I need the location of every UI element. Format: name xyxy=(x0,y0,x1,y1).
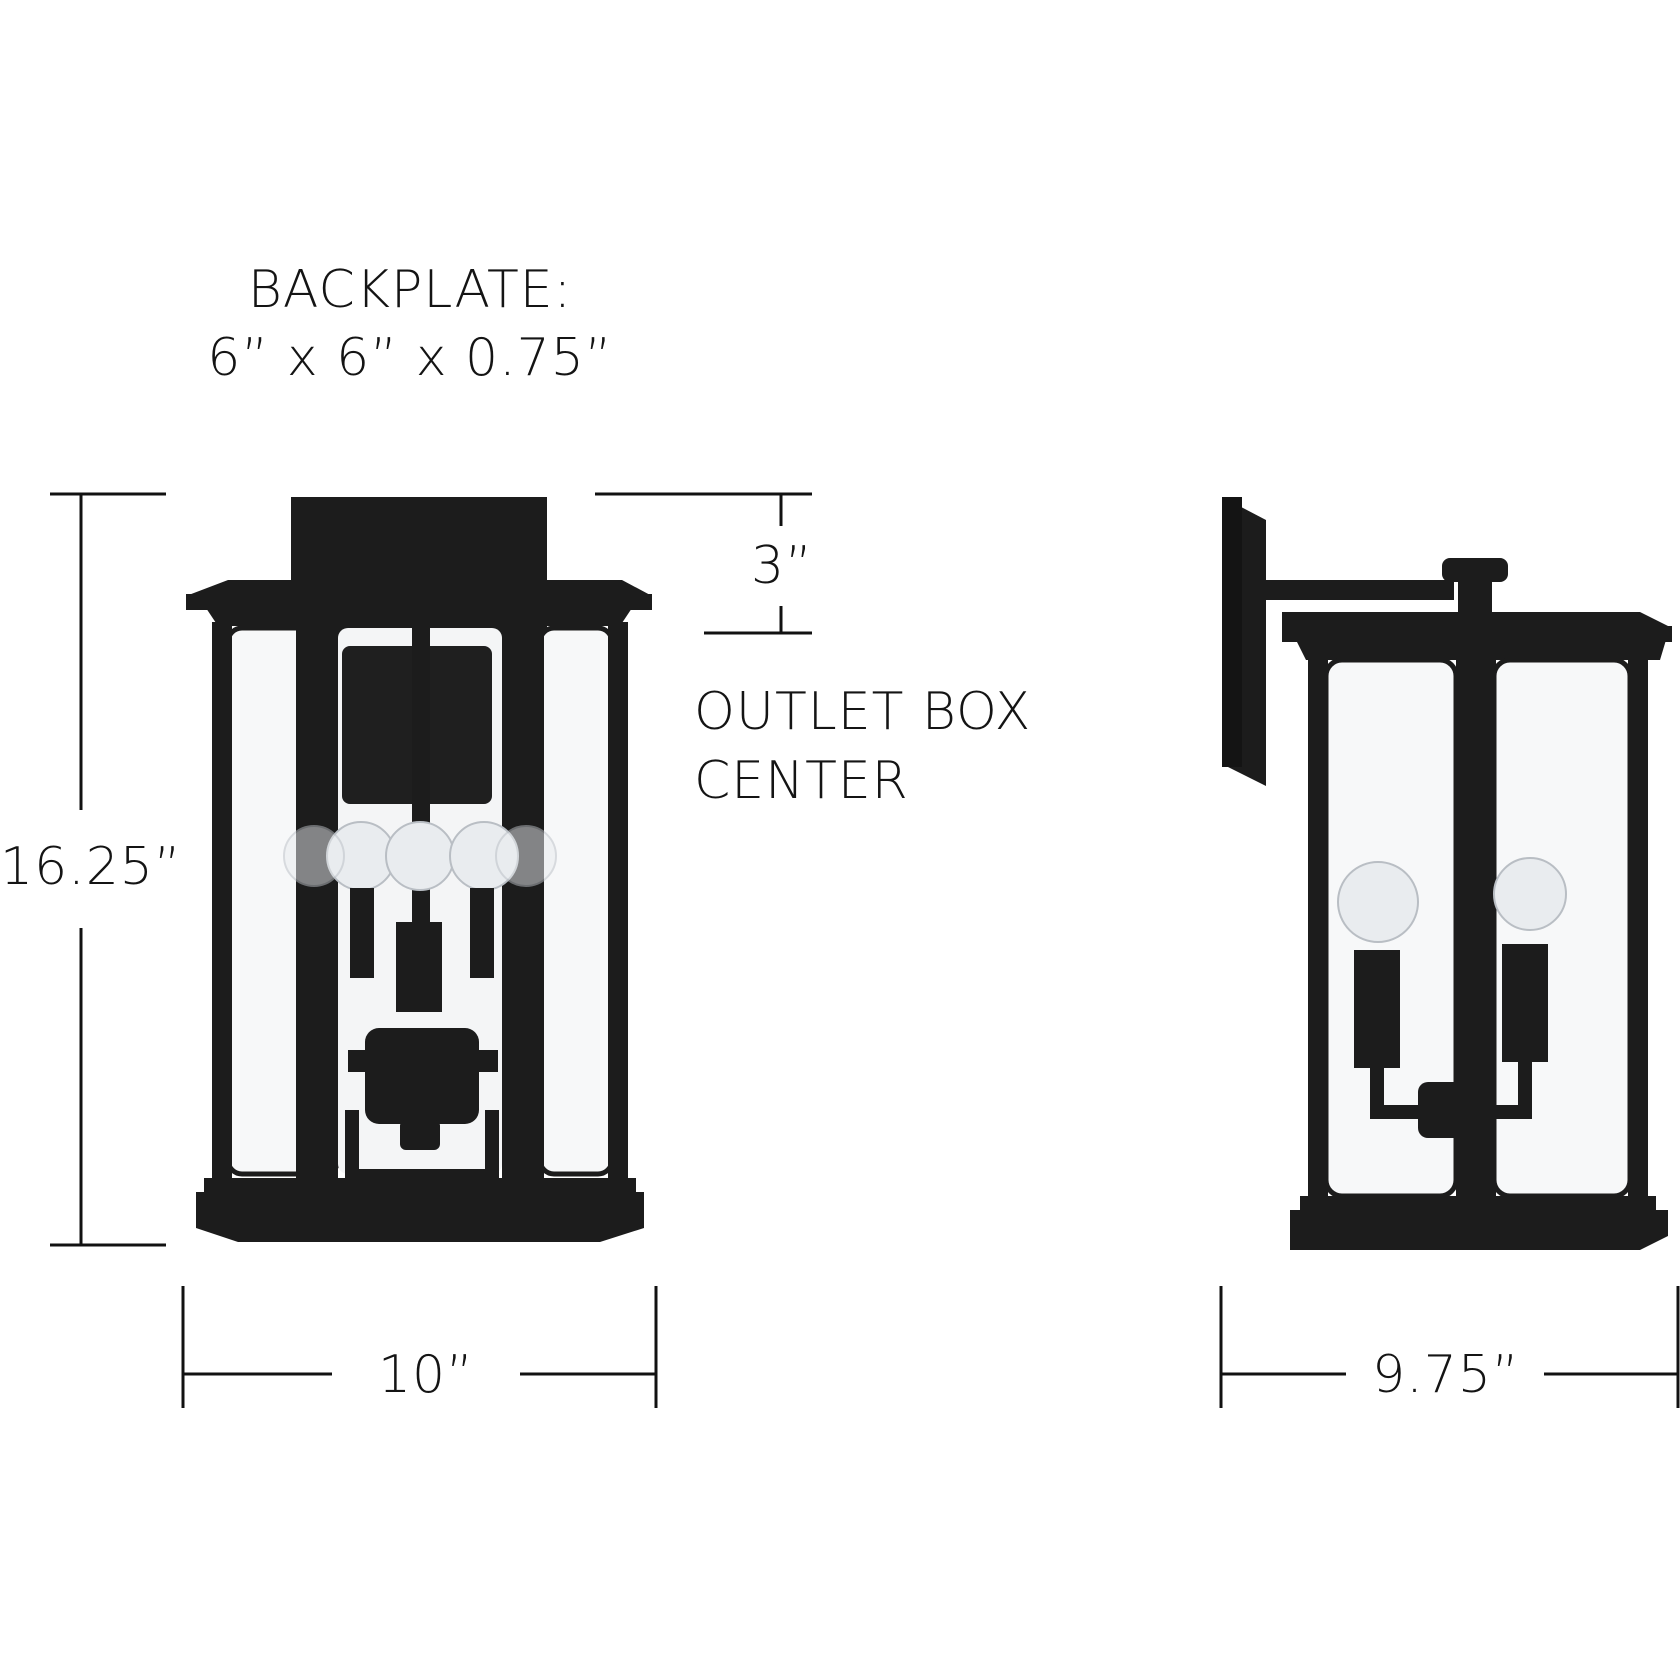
backplate-title: BACKPLATE: xyxy=(247,260,573,320)
front-base xyxy=(196,1192,644,1242)
front-bulbs xyxy=(283,821,557,891)
front-post-left-outer xyxy=(212,622,232,1190)
front-post-left xyxy=(296,622,338,1190)
front-roof xyxy=(186,580,652,596)
width-label: 10” xyxy=(377,1345,475,1405)
front-stem xyxy=(412,620,430,960)
outlet-box-label-line2: CENTER xyxy=(694,751,909,811)
side-base xyxy=(1290,1210,1668,1250)
dimension-lines xyxy=(50,492,1680,1408)
side-bulbs xyxy=(1337,857,1567,943)
side-arm xyxy=(1264,580,1454,600)
front-view-lantern xyxy=(186,497,652,1242)
front-post-right-outer xyxy=(608,622,628,1190)
backplate-dimensions: 6” x 6” x 0.75” xyxy=(207,328,613,388)
depth-label: 9.75” xyxy=(1372,1345,1520,1405)
outlet-box-label-line1: OUTLET BOX xyxy=(694,682,1032,742)
front-glass-right xyxy=(537,625,615,1177)
front-post-right xyxy=(502,622,544,1190)
height-label: 16.25” xyxy=(0,837,182,897)
side-view-lantern xyxy=(1222,497,1672,1250)
outlet-offset-label: 3” xyxy=(750,536,814,596)
